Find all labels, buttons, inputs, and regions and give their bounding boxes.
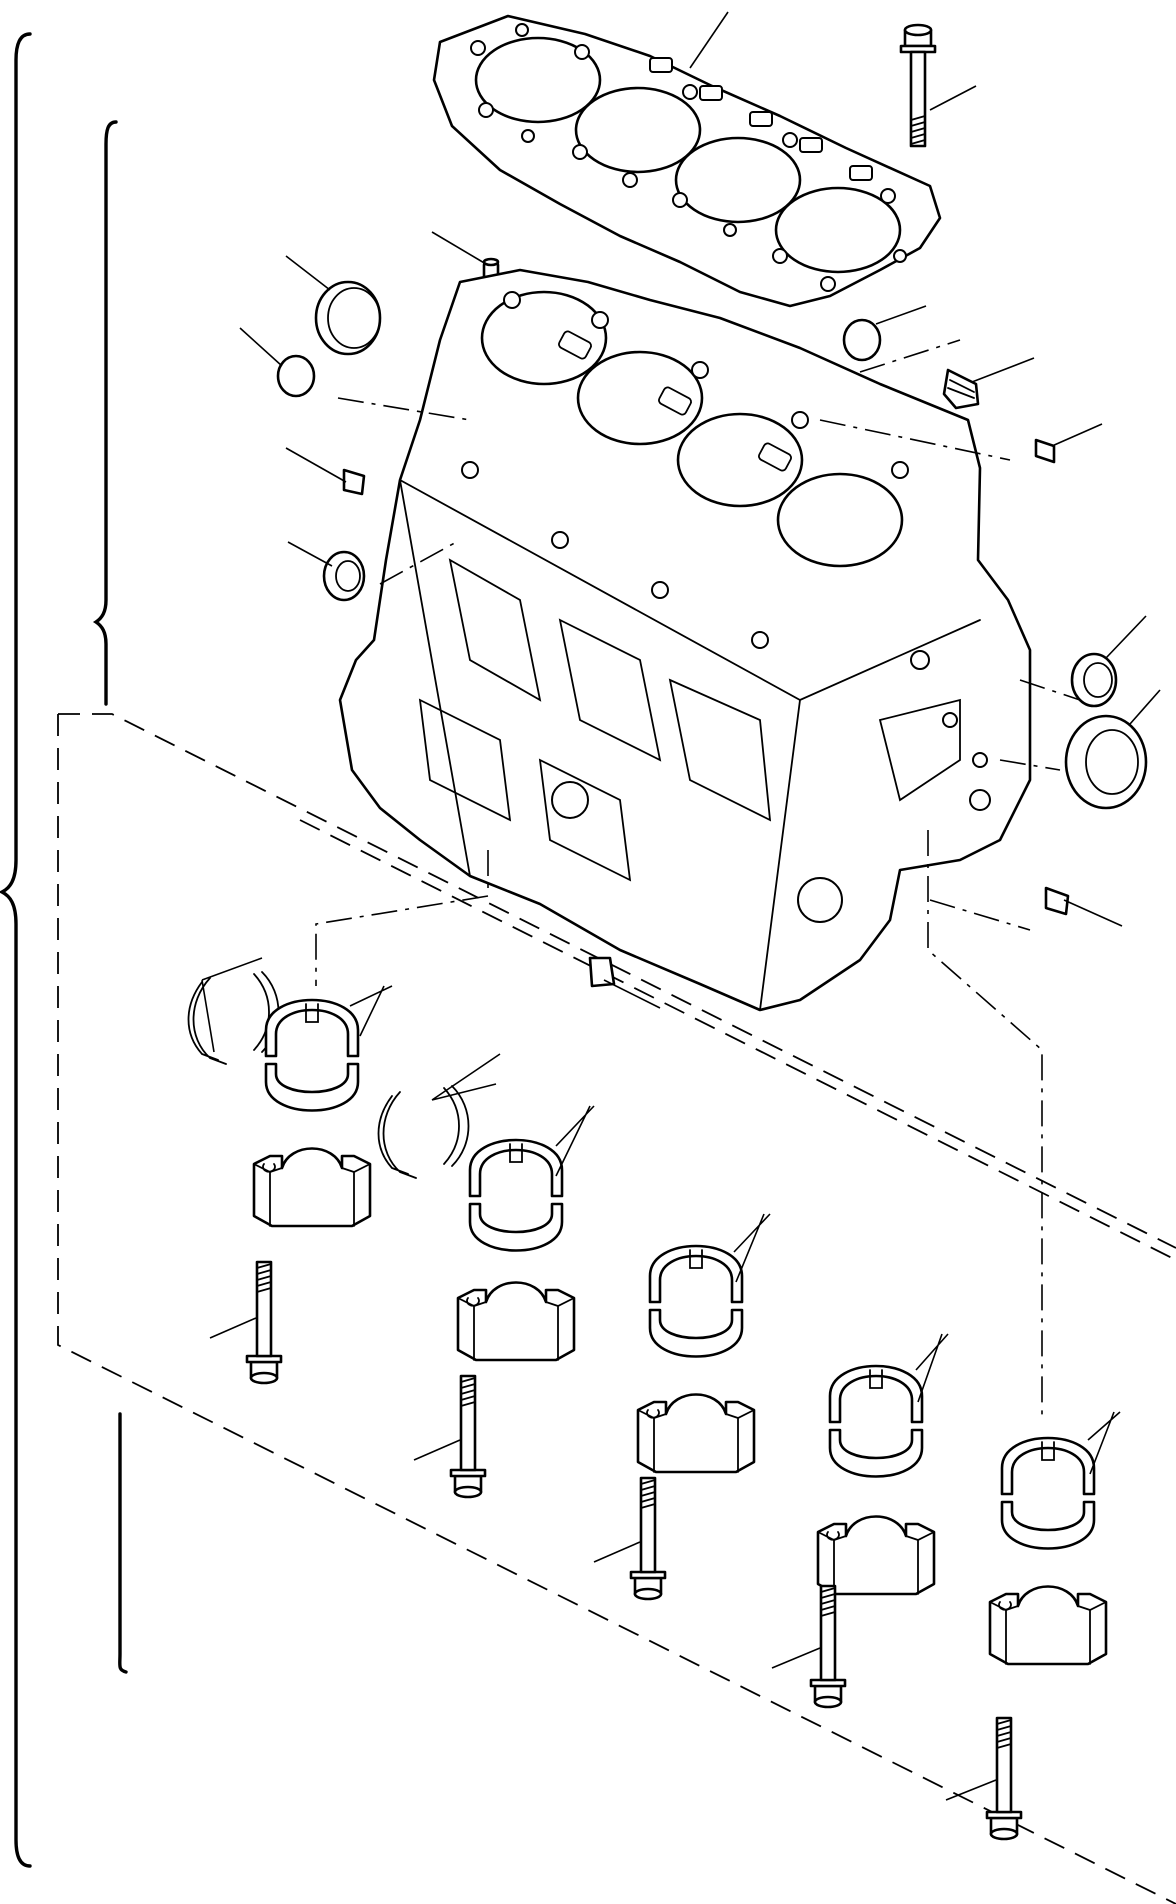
main-bearing-cap-bolt-4	[809, 1584, 847, 1709]
main-bearing-cap-2	[456, 1281, 576, 1362]
lower-assembly-brace	[118, 1412, 128, 1674]
plug-screw-bottom-right	[1044, 886, 1070, 916]
camshaft-bushing-small	[1070, 652, 1118, 708]
main-bearing-2	[468, 1138, 564, 1252]
main-bearing-cap-bolt-2	[449, 1374, 487, 1499]
expansion-plug-small	[276, 354, 316, 398]
plug-screw-bottom	[588, 956, 616, 988]
thrust-washer-rear	[377, 1085, 470, 1179]
main-bearing-cap-bolt-1	[245, 1260, 283, 1385]
expansion-plug-right	[842, 318, 882, 362]
main-bearing-1	[264, 998, 360, 1112]
plug-screw-left	[342, 468, 366, 496]
head-bolt	[899, 23, 937, 148]
block-assembly-brace	[92, 120, 118, 706]
main-bearing-cap-bolt-5	[985, 1716, 1023, 1841]
bearing-group-boundary	[57, 713, 1176, 1904]
main-bearing-3	[648, 1244, 744, 1358]
main-bearing-4	[828, 1364, 924, 1478]
main-bearing-cap-1	[252, 1147, 372, 1228]
cylinder-block	[338, 268, 1032, 1012]
oil-seal	[322, 550, 366, 602]
camshaft-bushing	[1064, 714, 1148, 810]
plug-screw-top-right	[942, 368, 980, 410]
plug-screw-right	[1034, 438, 1056, 464]
main-bearing-cap-4	[816, 1515, 936, 1596]
outer-brace	[0, 32, 32, 1868]
main-bearing-cap-bolt-3	[629, 1476, 667, 1601]
expansion-plug-large	[314, 280, 382, 356]
main-bearing-cap-3	[636, 1393, 756, 1474]
main-bearing-cap-5	[988, 1585, 1108, 1666]
head-gasket	[432, 14, 942, 308]
main-bearing-5	[1000, 1436, 1096, 1550]
